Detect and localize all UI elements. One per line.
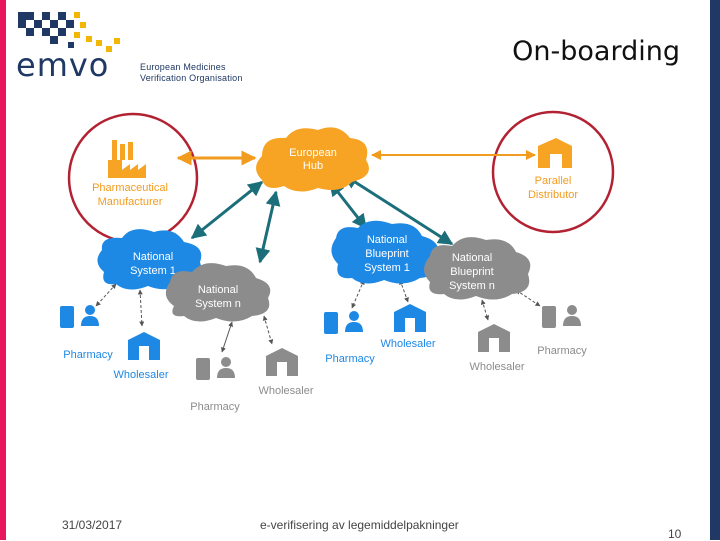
distributor-highlight-circle — [491, 110, 615, 234]
emvo-wordmark: emvo — [16, 46, 110, 84]
slide-title: On-boarding — [512, 36, 680, 67]
wholesaler-node-4: Wholesaler — [469, 324, 525, 373]
wholesaler-1-label: Wholesaler — [113, 369, 168, 381]
distributor-label-line1: Parallel — [535, 175, 572, 187]
nationaln-wholesaler-arrow — [262, 315, 274, 345]
manufacturer-label-line1: Pharmaceutical — [92, 182, 168, 194]
page-number: 10 — [668, 527, 682, 541]
warehouse-icon — [266, 348, 298, 376]
blueprint1-pharmacy-arrow — [351, 279, 365, 309]
pharmacist-icon — [542, 305, 581, 328]
blueprint1-label-line3: System 1 — [364, 262, 410, 274]
national1-label-line1: National — [133, 251, 173, 263]
wholesaler-3-label: Wholesaler — [380, 338, 435, 350]
pharmacist-icon — [196, 357, 235, 380]
blueprint1-label-line1: National — [367, 234, 407, 246]
emvo-logo: emvo European Medicines Verification Org… — [14, 8, 242, 84]
logo-org-line1: European Medicines — [140, 62, 226, 72]
pharmacist-icon — [60, 305, 99, 328]
footer-date: 31/03/2017 — [62, 518, 123, 532]
footer-text: e-verifisering av legemiddelpakninger — [260, 518, 459, 532]
manufacturer-node: Pharmaceutical Manufacturer — [92, 140, 168, 208]
blueprintn-label-line1: National — [452, 252, 492, 264]
blueprintn-label-line3: System n — [449, 280, 495, 292]
manufacturer-label-line2: Manufacturer — [98, 196, 163, 208]
distributor-label-line2: Distributor — [528, 189, 578, 201]
left-accent-bar — [0, 0, 6, 540]
hub-label-line2: Hub — [303, 160, 323, 172]
warehouse-icon — [538, 138, 572, 168]
warehouse-icon — [128, 332, 160, 360]
pharmacy-4-label: Pharmacy — [537, 345, 587, 357]
wholesaler-node-1: Wholesaler — [113, 332, 169, 381]
pharmacy-node-4: Pharmacy — [537, 305, 587, 357]
pharmacy-node-2: Pharmacy — [190, 357, 240, 413]
european-hub-cloud: European Hub — [256, 127, 369, 192]
pharmacist-icon — [324, 311, 363, 334]
right-accent-bar — [710, 0, 720, 540]
pharmacy-2-label: Pharmacy — [190, 401, 240, 413]
nationaln-pharmacy-arrow — [221, 321, 233, 353]
pharmacy-node-3: Pharmacy — [324, 311, 375, 365]
factory-icon — [108, 140, 146, 178]
pharmacy-1-label: Pharmacy — [63, 349, 113, 361]
national-system-n-cloud: National System n — [165, 263, 271, 322]
nationaln-label-line1: National — [198, 284, 238, 296]
logo-org-line2: Verification Organisation — [140, 73, 243, 83]
emvo-logo-mark — [18, 12, 120, 52]
blueprintn-wholesaler-arrow — [480, 299, 490, 321]
wholesaler-4-label: Wholesaler — [469, 361, 524, 373]
hub-blueprintn-arrow — [342, 173, 454, 246]
national1-wholesaler-arrow — [137, 289, 145, 327]
warehouse-icon — [478, 324, 510, 352]
hub-label-line1: European — [289, 147, 337, 159]
blueprint1-label-line2: Blueprint — [365, 248, 408, 260]
wholesaler-2-label: Wholesaler — [258, 385, 313, 397]
pharmacy-node-1: Pharmacy — [60, 305, 113, 361]
blueprint-system-n-cloud: National Blueprint System n — [424, 237, 531, 300]
wholesaler-node-2: Wholesaler — [258, 348, 314, 397]
hub-national1-arrow — [190, 180, 264, 240]
distributor-node: Parallel Distributor — [528, 138, 578, 201]
national1-label-line2: System 1 — [130, 265, 176, 277]
nationaln-label-line2: System n — [195, 298, 241, 310]
blueprint1-wholesaler-arrow — [399, 279, 409, 303]
national1-pharmacy-arrow — [95, 283, 117, 307]
warehouse-icon — [394, 304, 426, 332]
pharmacy-3-label: Pharmacy — [325, 353, 375, 365]
hub-nationaln-arrow — [255, 190, 281, 264]
wholesaler-node-3: Wholesaler — [380, 304, 436, 350]
blueprintn-label-line2: Blueprint — [450, 266, 493, 278]
blueprint-system-1-cloud: National Blueprint System 1 — [331, 220, 439, 284]
